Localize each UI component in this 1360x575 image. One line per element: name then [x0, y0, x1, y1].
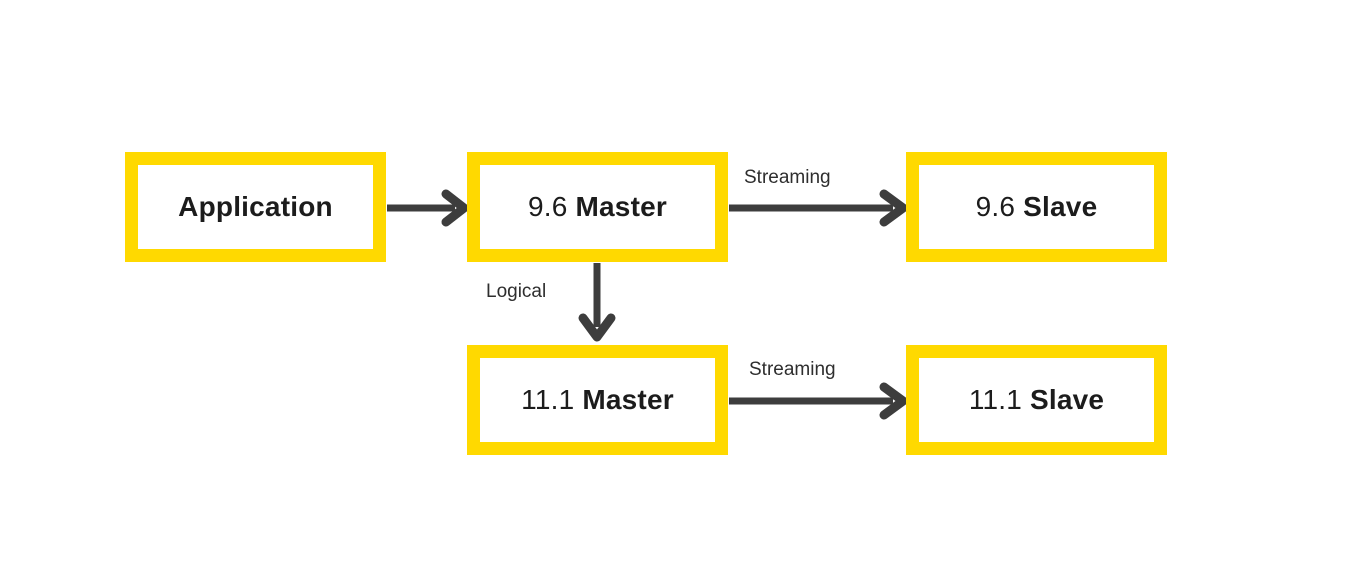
arrow-master-96-to-slave-96	[729, 189, 908, 227]
slave-96-node[interactable]: 9.6 Slave	[906, 152, 1167, 262]
slave-111-role-text: Slave	[1030, 384, 1105, 415]
slave-96-version: 9.6	[975, 191, 1016, 222]
slave-96-role-text: Slave	[1023, 191, 1098, 222]
application-node[interactable]: Application	[125, 152, 386, 262]
arrow-application-to-master-96	[387, 189, 469, 227]
edge-label-streaming-bottom: Streaming	[749, 359, 836, 380]
master-111-version: 11.1	[521, 384, 575, 415]
edge-label-streaming-top: Streaming	[744, 167, 831, 188]
master-96-node[interactable]: 9.6 Master	[467, 152, 728, 262]
master-96-role	[568, 191, 576, 222]
slave-111-version: 11.1	[968, 384, 1023, 415]
master-111-role-text: Master	[582, 384, 674, 415]
arrow-master-96-to-master-111	[578, 263, 616, 342]
slave-111-node[interactable]: 11.1 Slave	[906, 345, 1167, 455]
master-96-version: 9.6	[528, 191, 568, 222]
slave-111-node-label: 11.1 Slave	[969, 386, 1104, 414]
slave-96-node-label: 9.6 Slave	[976, 193, 1098, 221]
slave-111-gap	[1022, 384, 1030, 415]
application-node-label: Application	[178, 191, 333, 222]
edge-label-logical: Logical	[486, 281, 547, 302]
master-111-node[interactable]: 11.1 Master	[467, 345, 728, 455]
slave-96-gap	[1015, 191, 1023, 222]
master-96-node-label: 9.6 Master	[528, 193, 667, 221]
master-111-node-label: 11.1 Master	[521, 386, 674, 414]
master-96-role-text: Master	[575, 191, 667, 222]
arrow-master-111-to-slave-111	[729, 382, 908, 420]
